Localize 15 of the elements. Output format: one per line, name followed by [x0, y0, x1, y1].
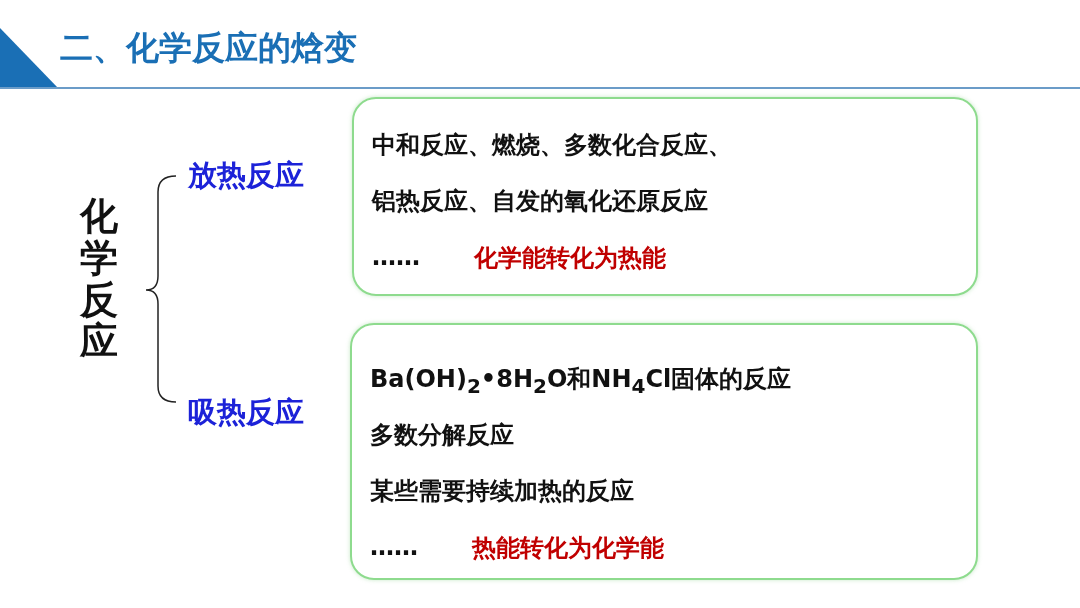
conclusion-text: 化学能转化为热能: [474, 244, 666, 272]
rounded-text-box: [350, 323, 978, 580]
vertical-label: 化学反应: [80, 196, 118, 364]
title: 二、化学反应的焓变: [60, 27, 357, 69]
ellipsis-text: ……: [372, 243, 420, 271]
list-text: Ba(OH)$_{2}$•8H$_{2}$O和NH$_{4}$Cl固体的反应: [370, 365, 792, 400]
list-text: 多数分解反应: [370, 421, 514, 451]
conclusion-text: 热能转化为化学能: [472, 534, 664, 562]
rounded-text-box: [352, 97, 978, 296]
list-text: 铝热反应、自发的氧化还原反应: [372, 187, 708, 217]
ellipsis-text: ……: [370, 533, 418, 561]
category-label: 放热反应: [188, 157, 304, 194]
list-text: 中和反应、燃烧、多数化合反应、: [372, 131, 732, 161]
list-text: 某些需要持续加热的反应: [370, 477, 634, 507]
category-label: 吸热反应: [188, 394, 304, 431]
